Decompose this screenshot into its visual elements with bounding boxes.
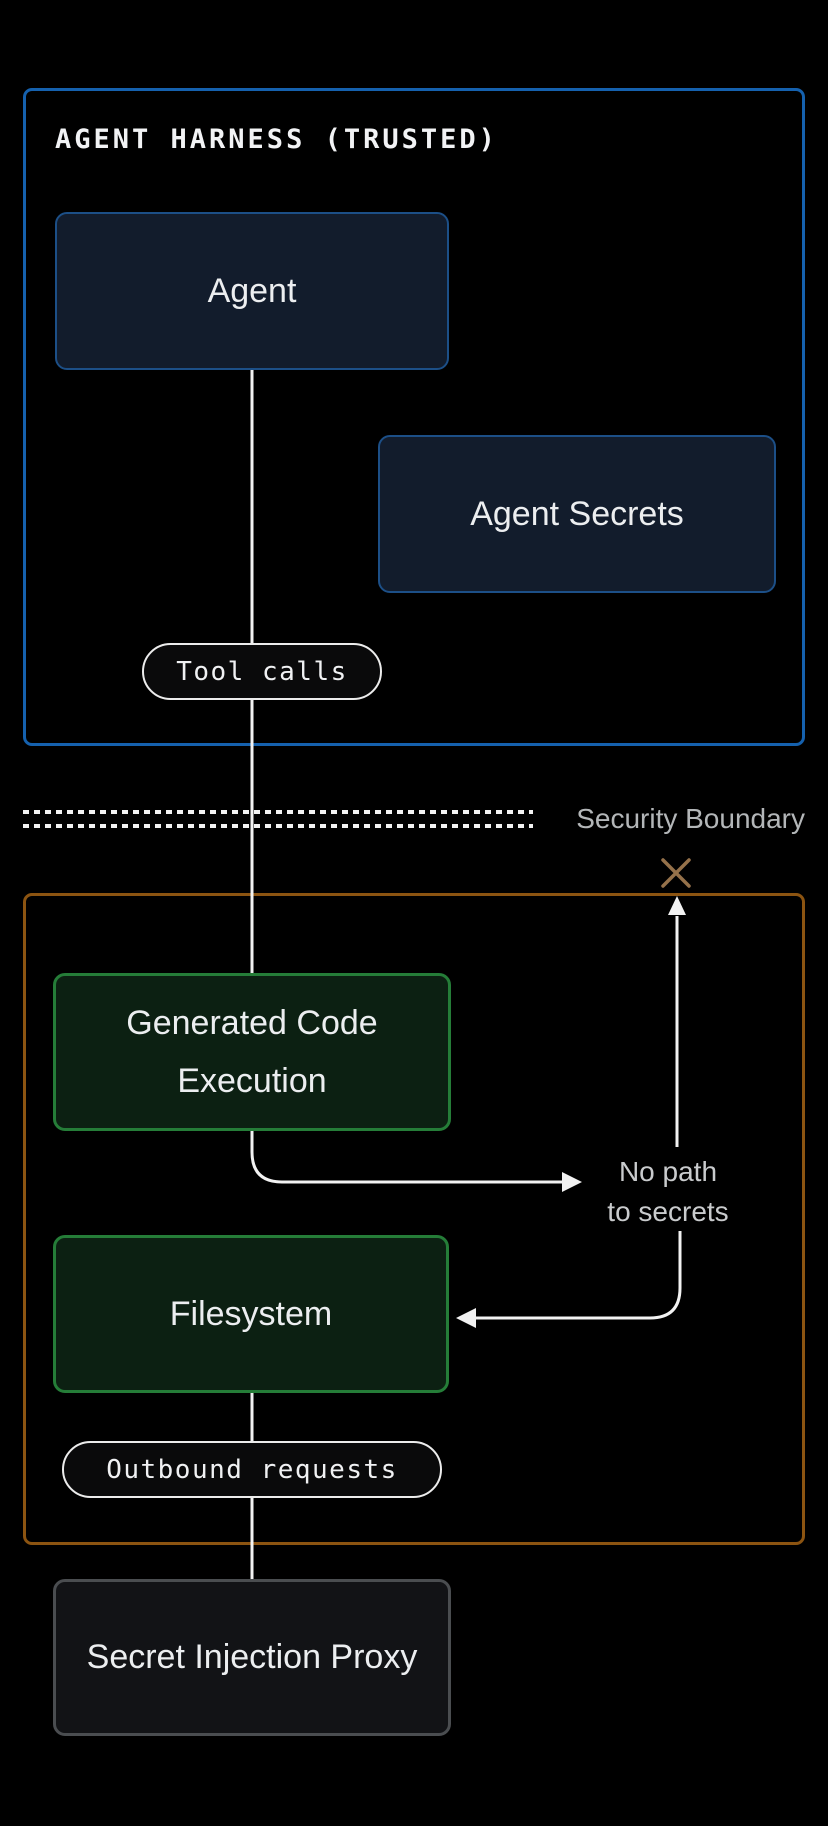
agent-harness-box: [23, 88, 805, 746]
node-agent-secrets-label: Agent Secrets: [470, 494, 684, 533]
edge-label-outbound-requests: Outbound requests: [62, 1441, 442, 1498]
node-filesystem-label: Filesystem: [169, 1294, 333, 1333]
node-agent-label: Agent: [207, 271, 297, 310]
security-boundary-label: Security Boundary: [576, 803, 805, 834]
node-generated-code-execution: Generated Code Execution: [53, 973, 451, 1131]
node-agent-secrets: Agent Secrets: [378, 435, 776, 593]
no-path-line1: No path: [618, 1156, 718, 1187]
blocked-cross-icon: [661, 858, 691, 888]
node-generated-code-execution-label: Generated Code Execution: [126, 1003, 378, 1100]
outbound-requests-text: Outbound requests: [106, 1454, 398, 1485]
node-secret-injection-proxy-label: Secret Injection Proxy: [86, 1638, 418, 1677]
node-secret-injection-proxy: Secret Injection Proxy: [53, 1579, 451, 1736]
tool-calls-text: Tool calls: [176, 656, 348, 687]
agent-harness-title: AGENT HARNESS (TRUSTED): [55, 124, 498, 155]
sandbox-box: [23, 893, 805, 1545]
node-agent: Agent: [55, 212, 449, 370]
no-path-line2: to secrets: [607, 1196, 729, 1227]
edge-label-tool-calls: Tool calls: [142, 643, 382, 700]
annotation-no-path: No path to secrets: [588, 1152, 748, 1232]
node-filesystem: Filesystem: [53, 1235, 449, 1393]
